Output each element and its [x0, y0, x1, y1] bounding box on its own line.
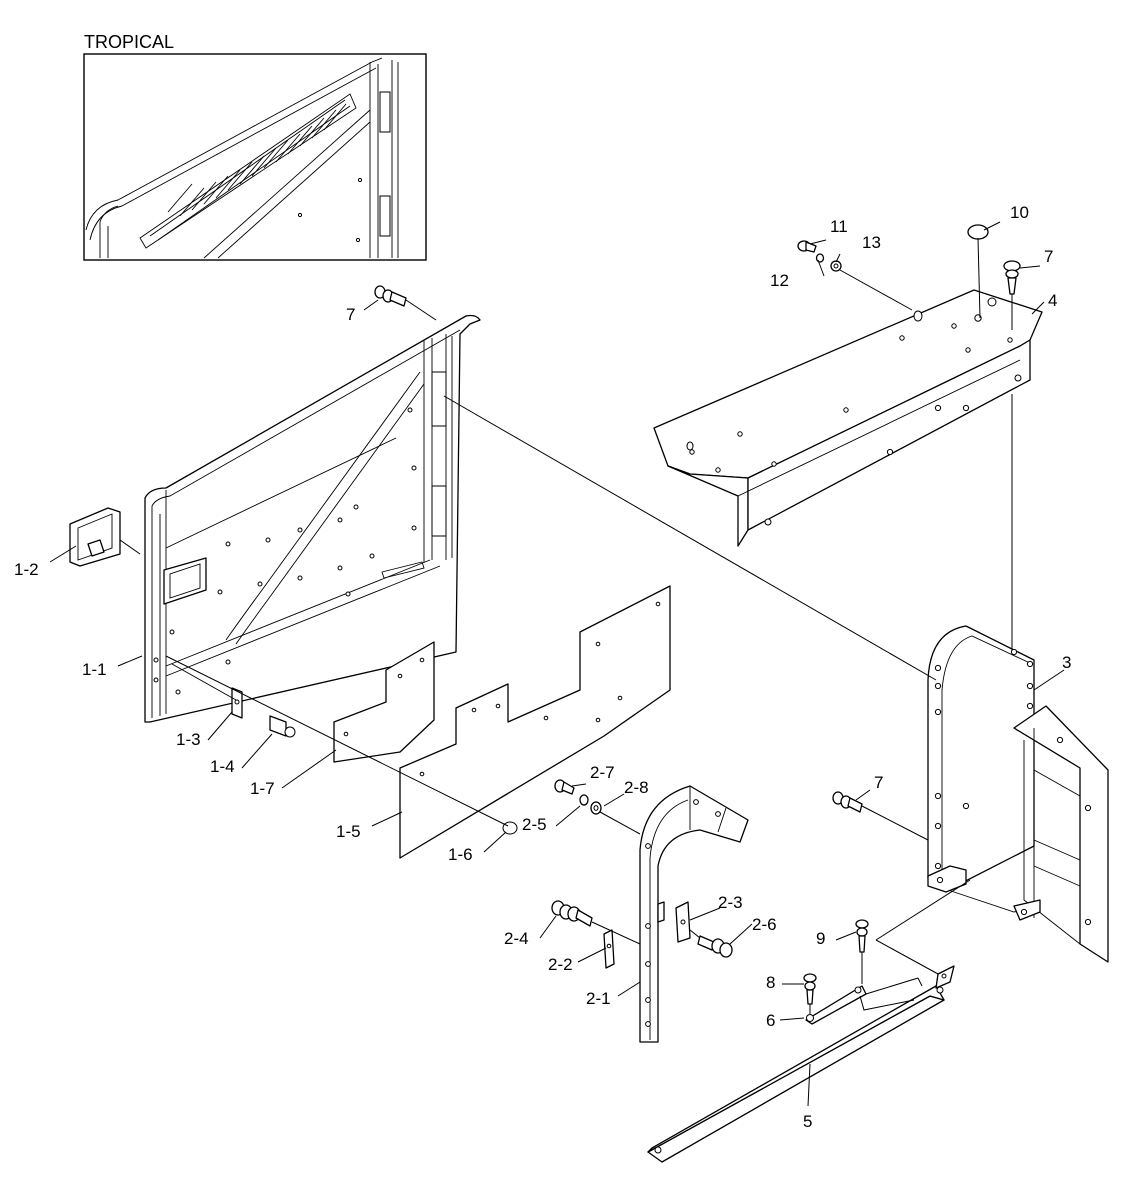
- bottom-rail: [647, 965, 955, 1163]
- bolt-8: [803, 973, 817, 1014]
- bolt-7-mid: [832, 791, 929, 841]
- callout-2-1: 2-1: [586, 989, 611, 1008]
- bolt-7-top: [374, 285, 437, 321]
- callout-7-mid: 7: [874, 773, 883, 792]
- callout-10: 10: [1010, 203, 1029, 222]
- callout-9: 9: [816, 929, 825, 948]
- bolt-9: [855, 919, 869, 984]
- plug: [165, 655, 518, 835]
- tropical-inset: TROPICAL: [83, 32, 427, 261]
- inset-door-detail: [85, 57, 399, 259]
- callout-1-4: 1-4: [210, 757, 235, 776]
- insulation-pad-large: [399, 585, 671, 859]
- callout-1-7: 1-7: [250, 779, 275, 798]
- insulation-pad-small: [333, 641, 435, 763]
- callout-12: 12: [770, 271, 789, 290]
- assembly-lines: [443, 394, 1013, 1011]
- top-bracket: [653, 289, 1043, 547]
- bolt-2-6: [689, 929, 733, 958]
- bolt-11-washers: [797, 240, 913, 311]
- rail-clip: [805, 985, 867, 1025]
- callout-2-4: 2-4: [504, 929, 529, 948]
- bolt-2-7-washers: [554, 779, 641, 835]
- callout-1-3: 1-3: [176, 730, 201, 749]
- bolt-7-right: [1003, 260, 1021, 330]
- clip-and-bolt: [171, 663, 296, 738]
- callout-7-right: 7: [1044, 247, 1053, 266]
- callout-11: 11: [830, 217, 848, 236]
- small-plates: [603, 901, 691, 969]
- callout-2-8: 2-8: [624, 778, 649, 797]
- callout-1-6: 1-6: [448, 845, 473, 864]
- inset-title: TROPICAL: [84, 32, 174, 52]
- callout-labels: 1-2 1-1 1-3 1-4 1-7 1-5 1-6 7 11 13 12 1…: [14, 203, 1071, 1131]
- callout-6: 6: [766, 1011, 775, 1030]
- side-bracket: [927, 625, 1109, 963]
- callout-2-5: 2-5: [522, 815, 547, 834]
- door-panel: [144, 314, 481, 723]
- inset-frame: [83, 53, 427, 261]
- callout-1-2: 1-2: [14, 560, 39, 579]
- callout-13: 13: [862, 233, 881, 252]
- stay-bracket: [639, 785, 749, 1043]
- latch-handle: [69, 507, 141, 567]
- callout-8: 8: [766, 973, 775, 992]
- callout-5: 5: [803, 1112, 812, 1131]
- bolt-2-4: [551, 900, 641, 945]
- callout-2-3: 2-3: [718, 893, 743, 912]
- door-holes: [153, 407, 417, 695]
- callout-2-7: 2-7: [590, 763, 615, 782]
- callout-1-1: 1-1: [82, 660, 107, 679]
- callout-3: 3: [1062, 653, 1071, 672]
- callout-2-6: 2-6: [752, 915, 777, 934]
- callout-7-top: 7: [346, 305, 355, 324]
- cap-10: [967, 224, 989, 319]
- callout-1-5: 1-5: [336, 822, 361, 841]
- callout-leaders: [49, 221, 1065, 1107]
- callout-2-2: 2-2: [548, 955, 573, 974]
- fasteners: [374, 224, 1021, 1014]
- callout-4: 4: [1048, 291, 1057, 310]
